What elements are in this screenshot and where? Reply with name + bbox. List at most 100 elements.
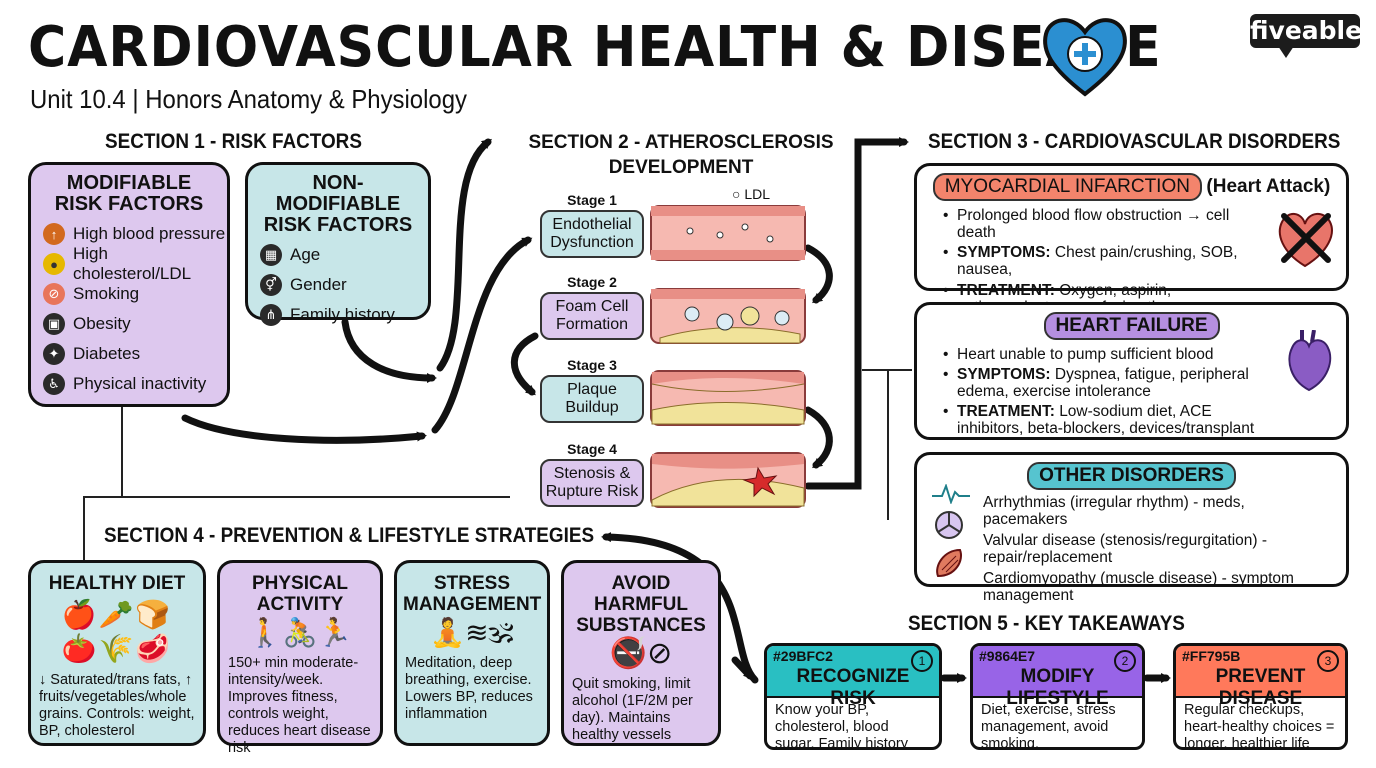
section5-heading: SECTION 5 - KEY TAKEAWAYS [908,612,1185,635]
section4-heading: SECTION 4 - PREVENTION & LIFESTYLE STRAT… [104,524,595,547]
takeaway-title: MODIFY LIFESTYLE [1006,666,1109,709]
takeaway-title: PREVENT DISEASE [1215,666,1306,709]
drop-icon: ● [43,253,65,275]
stage-2-box: Foam Cell Formation [540,292,644,340]
mi-title-pill: MYOCARDIAL INFARCTION [932,173,1202,201]
myocardial-infarction-card: MYOCARDIAL INFARCTION (Heart Attack) Pro… [914,163,1349,316]
valve-icon [935,511,963,539]
fiveable-logo[interactable]: fiveable [1250,14,1362,48]
card-title: AVOID HARMFUL SUBSTANCES [576,573,706,636]
arrow-stage2-to-3 [510,332,539,396]
arrow-s1-to-stage1 [431,236,533,434]
stress-management-card: STRESS MANAGEMENT 🧘≋🕉 Meditation, deep b… [394,560,550,746]
arrow-s2-from-s1-top [436,138,492,372]
gender-icon: ⚥ [260,274,282,296]
family-tree-icon: ⋔ [260,304,282,326]
logo-tail [1278,46,1294,58]
takeaway-text: Regular checkups, heart-healthy choices … [1184,702,1335,750]
heart-plus-icon [1043,18,1127,97]
arrow-mod-to-s2 [181,414,427,444]
takeaway-color-code: #29BFC2 [773,648,833,664]
stage-label: Stage 4 [567,441,617,457]
risk-item: ▣Obesity [43,309,227,339]
physical-activity-card: PHYSICAL ACTIVITY 🚶🚴🏃 150+ min moderate-… [217,560,383,756]
food-icons: 🍎🥕🍞🍅🌾🥩 [61,599,173,664]
artery-stage-3-illustration [650,370,806,426]
takeaway-text: Diet, exercise, stress management, avoid… [981,702,1116,750]
card-title: HEALTHY DIET [48,573,186,594]
section3-heading: SECTION 3 - CARDIOVASCULAR DISORDERS [928,130,1341,153]
no-smoking-alcohol-icons: 🚭⊘ [609,637,673,670]
hf-symptoms: SYMPTOMS: Dyspnea, fatigue, peripheral e… [941,366,1278,400]
healthy-diet-card: HEALTHY DIET 🍎🥕🍞🍅🌾🥩 ↓ Saturated/trans fa… [28,560,206,746]
stage-3-box: Plaque Buildup [540,375,644,423]
page-title: CARDIOVASCULAR HEALTH & DISEASE [28,15,1162,80]
artery-stage-1-illustration [650,205,806,261]
artery-stage-2-illustration [650,288,806,344]
risk-item: ♿Physical inactivity [43,369,227,399]
card-title: PHYSICAL ACTIVITY [251,573,349,615]
card-title: STRESS MANAGEMENT [403,573,542,615]
avoid-substances-card: AVOID HARMFUL SUBSTANCES 🚭⊘ Quit smoking… [561,560,721,746]
card-text: ↓ Saturated/trans fats, ↑ fruits/vegetab… [39,672,195,739]
risk-item: ⊘Smoking [43,279,227,309]
modifiable-risk-title: MODIFIABLE RISK FACTORS [54,172,204,215]
risk-item: ✦Diabetes [43,339,227,369]
arrow-nonmod-to-s2 [341,318,437,383]
other-item-cardiomyopathy: Cardiomyopathy (muscle disease) - sympto… [983,570,1294,604]
other-disorders-card: OTHER DISORDERS Arrhythmias (irregular r… [914,452,1349,604]
arrow-s4-to-s5 [731,656,754,680]
risk-item: ●High cholesterol/LDL [43,244,227,283]
arrow-s2-to-s3 [804,137,909,490]
section1-heading: SECTION 1 - RISK FACTORS [105,130,362,153]
scale-icon: ▣ [43,313,65,335]
takeaway-color-code: #FF795B [1182,648,1241,664]
takeaway-color-code: #9864E7 [979,648,1036,664]
stage-label: Stage 1 [567,192,617,208]
artery-stage-4-illustration [650,452,806,508]
non-modifiable-risk-box: NON-MODIFIABLE RISK FACTORS ▦Age ⚥Gender… [245,162,431,326]
mi-desc: Prolonged blood flow obstruction → cell … [941,207,1256,241]
takeaway-recognize-risk: #29BFC2 1 RECOGNIZE RISK Know your BP, c… [764,643,942,750]
arrow-stage3-to-4 [804,406,833,469]
stage-1-box: Endothelial Dysfunction [540,210,644,258]
sitting-person-icon: ♿ [43,373,65,395]
takeaway-modify-lifestyle: #9864E7 2 MODIFY LIFESTYLE Diet, exercis… [970,643,1145,750]
stage-4-box: Stenosis & Rupture Risk [540,459,644,507]
non-modifiable-risk-title: NON-MODIFIABLE RISK FACTORS [263,172,413,236]
takeaway-number: 2 [1114,650,1136,672]
muscle-icon [936,548,962,578]
meditation-icons: 🧘≋🕉 [430,617,514,648]
risk-item: ↑High blood pressure [43,219,227,249]
other-item-arrhythmia: Arrhythmias (irregular rhythm) - meds, p… [983,494,1245,528]
takeaway-title: RECOGNIZE RISK [796,666,910,709]
arrow-s5-to-s4 [601,532,759,684]
hf-title-pill: HEART FAILURE [1043,312,1220,340]
takeaway-text: Know your BP, cholesterol, blood sugar. … [775,702,908,750]
takeaway-prevent-disease: #FF795B 3 PREVENT DISEASE Regular checku… [1173,643,1348,750]
card-text: Quit smoking, limit alcohol (1F/2M per d… [572,676,693,743]
hf-treatment: TREATMENT: Low-sodium diet, ACE inhibito… [941,403,1278,437]
stage-label: Stage 2 [567,274,617,290]
heart-anatomy-icon [1288,330,1332,392]
risk-item: ▦Age [260,240,428,270]
mi-symptoms: SYMPTOMS: Chest pain/crushing, SOB, naus… [941,244,1256,278]
arrow-up-icon: ↑ [43,223,65,245]
takeaway-number: 1 [911,650,933,672]
exercise-icons: 🚶🚴🏃 [247,617,353,648]
hf-desc: Heart unable to pump sufficient blood [941,346,1278,363]
heart-failure-card: HEART FAILURE Heart unable to pump suffi… [914,302,1349,440]
glucose-icon: ✦ [43,343,65,365]
page-subtitle: Unit 10.4 | Honors Anatomy & Physiology [30,84,467,114]
section2-heading: SECTION 2 - ATHEROSCLEROSIS DEVELOPMENT [528,132,834,178]
stage-label: Stage 3 [567,357,617,373]
modifiable-risk-box: MODIFIABLE RISK FACTORS ↑High blood pres… [28,162,230,407]
risk-item: ⋔Family history [260,300,428,330]
risk-item: ⚥Gender [260,270,428,300]
other-title-pill: OTHER DISORDERS [1027,462,1236,490]
ecg-wave-icon [932,484,970,504]
heart-crossed-icon [1278,213,1333,268]
mi-subtitle: (Heart Attack) [1206,176,1331,197]
no-smoking-icon: ⊘ [43,283,65,305]
